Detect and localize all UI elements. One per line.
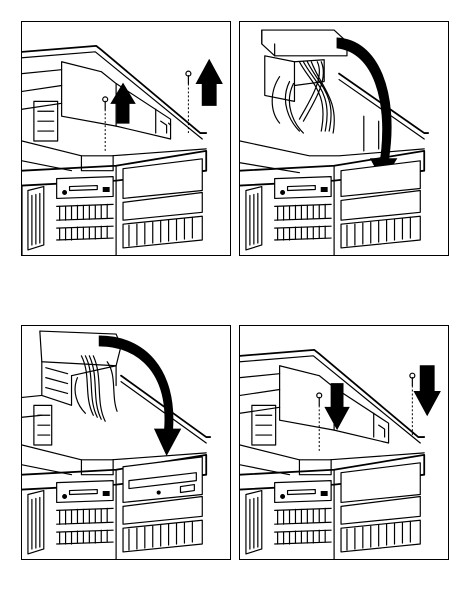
screw-left <box>102 96 109 151</box>
side-vents <box>27 185 45 251</box>
screw-right <box>409 372 416 438</box>
screw-right <box>185 70 192 134</box>
down-arrow <box>413 365 441 417</box>
cable-bundle <box>271 61 335 134</box>
chassis-drawing <box>240 29 430 255</box>
diagram-panel-step-3 <box>21 325 231 560</box>
cable-bundle <box>74 355 118 422</box>
chassis-drawing <box>22 44 223 255</box>
drive-bracket <box>61 61 117 127</box>
diagram-panel-step-2 <box>239 21 449 256</box>
front-vents <box>274 203 332 241</box>
floppy-drive <box>56 176 114 200</box>
drive-bracket <box>261 29 348 102</box>
bay-covers <box>122 158 203 249</box>
chassis-top-rail <box>240 348 426 438</box>
down-arrow <box>324 383 350 431</box>
chassis-drawing <box>22 330 212 559</box>
diagram-panel-step-1 <box>21 21 231 256</box>
bay-covers <box>340 160 421 249</box>
chassis-drawing <box>240 348 441 559</box>
floppy-drive <box>274 176 332 200</box>
floppy-drive <box>274 480 332 504</box>
cdrom-drive <box>122 456 203 504</box>
curved-arrow <box>336 37 398 182</box>
up-arrow <box>195 58 223 106</box>
chassis-top-rail <box>22 44 208 134</box>
side-vents <box>27 489 45 555</box>
front-vents <box>56 203 114 241</box>
screw-left <box>316 392 323 451</box>
front-vents <box>56 507 114 545</box>
bay-covers <box>340 462 421 553</box>
bay-covers <box>122 495 203 553</box>
front-vents <box>274 507 332 545</box>
curved-arrow <box>98 335 182 456</box>
floppy-drive <box>56 480 114 504</box>
side-vents <box>245 489 263 555</box>
side-vents <box>245 185 263 251</box>
diagram-panel-step-4 <box>239 325 449 560</box>
up-arrow <box>110 82 136 124</box>
